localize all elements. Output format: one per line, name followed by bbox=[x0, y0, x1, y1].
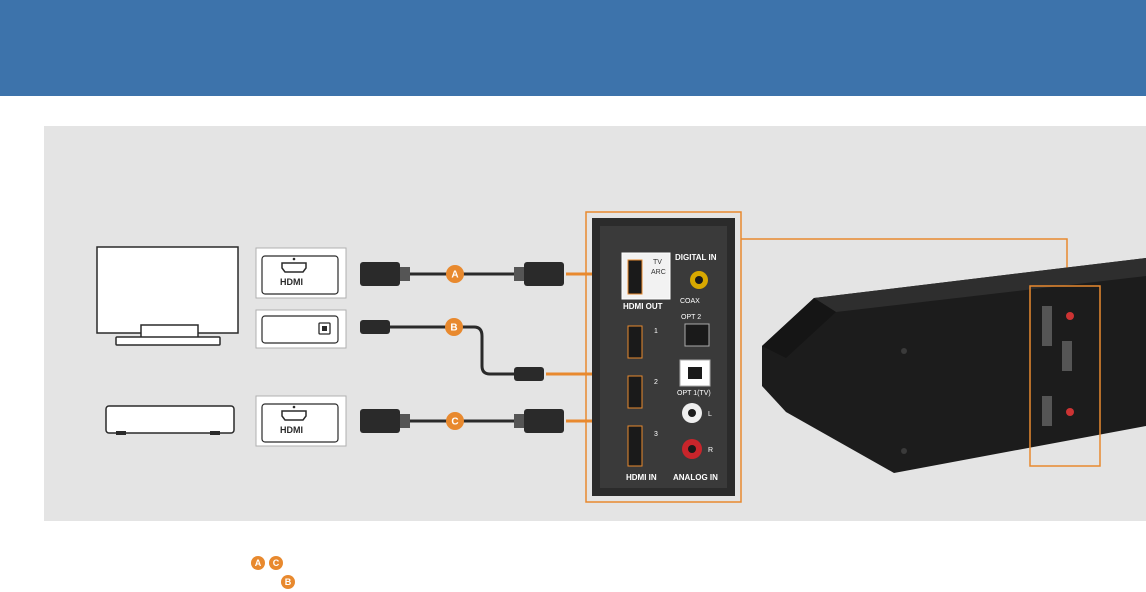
label-port-3: 3 bbox=[654, 431, 658, 438]
label-opt1: OPT 1(TV) bbox=[677, 390, 711, 397]
player-hdmi-logo: HDMI bbox=[280, 425, 303, 435]
legend-area: A C B bbox=[0, 550, 1146, 592]
label-hdmi-in: HDMI IN bbox=[626, 473, 657, 482]
rear-panel-closeup: TV ARC HDMI OUT DIGITAL IN COAX OPT 2 OP… bbox=[585, 211, 742, 503]
badge-b: B bbox=[445, 318, 463, 336]
badge-c: C bbox=[446, 412, 464, 430]
legend-badge-a: A bbox=[251, 556, 265, 570]
label-coax: COAX bbox=[680, 298, 700, 305]
badge-a: A bbox=[446, 265, 464, 283]
tv-icon bbox=[96, 246, 239, 346]
label-hdmi-out: HDMI OUT bbox=[623, 302, 663, 311]
legend-badge-c: C bbox=[269, 556, 283, 570]
svg-text:A: A bbox=[451, 270, 458, 281]
svg-text:C: C bbox=[451, 417, 458, 428]
label-opt2: OPT 2 bbox=[681, 314, 701, 321]
page-header-bar bbox=[0, 0, 1146, 96]
player-icon bbox=[105, 405, 235, 435]
optical-cable-b bbox=[360, 320, 544, 381]
label-port-1: 1 bbox=[654, 328, 658, 335]
soundbar-image bbox=[762, 258, 1146, 473]
label-arc: ARC bbox=[651, 269, 666, 276]
tv-hdmi-logo: HDMI bbox=[280, 277, 303, 287]
label-port-2: 2 bbox=[654, 379, 658, 386]
label-tv-arc: TV bbox=[653, 259, 662, 266]
hdmi-port-icon bbox=[281, 257, 307, 273]
label-r: R bbox=[708, 447, 713, 454]
tv-optical-port-box bbox=[255, 309, 347, 349]
label-analog-in: ANALOG IN bbox=[673, 473, 718, 482]
svg-text:B: B bbox=[450, 323, 457, 334]
tv-hdmi-port-box: HDMI bbox=[255, 247, 347, 299]
label-l: L bbox=[708, 411, 712, 418]
connection-diagram-panel: HDMI HDMI A bbox=[44, 126, 1146, 521]
label-digital-in: DIGITAL IN bbox=[675, 253, 717, 262]
optical-port-icon bbox=[318, 322, 331, 335]
player-hdmi-port-box: HDMI bbox=[255, 395, 347, 447]
legend-badge-b: B bbox=[281, 575, 295, 589]
